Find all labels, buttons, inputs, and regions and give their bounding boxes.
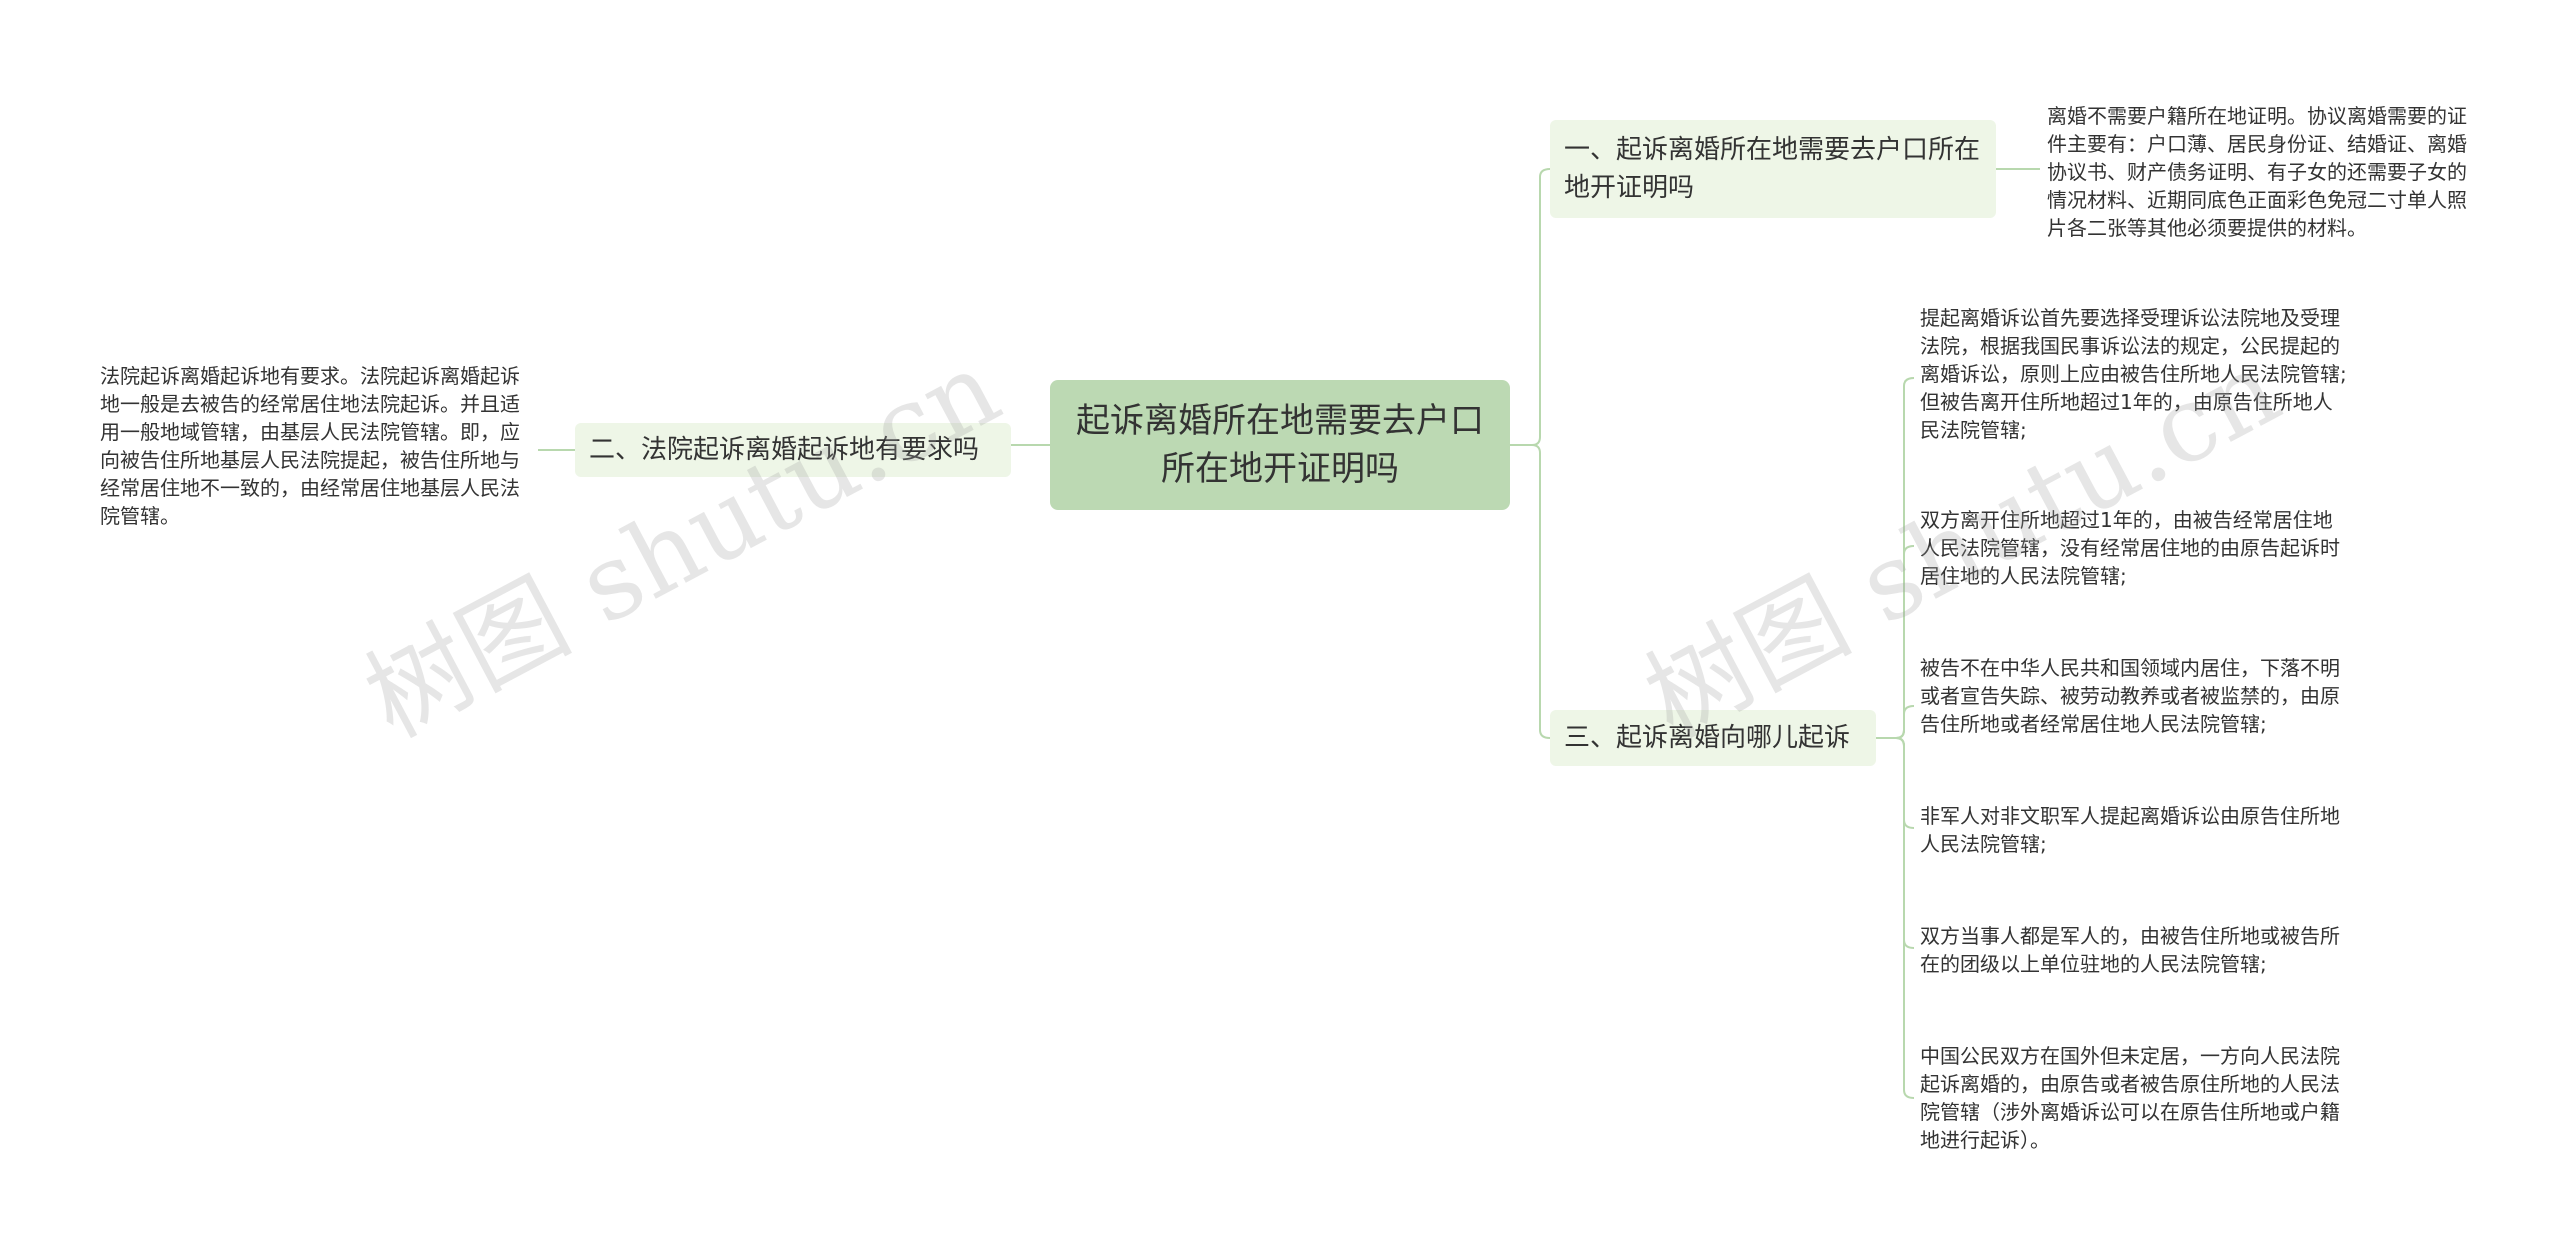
leaf-node-3[interactable]: 提起离婚诉讼首先要选择受理诉讼法院地及受理法院，根据我国民事诉讼法的规定，公民提… — [1920, 306, 2347, 442]
branch-node-1-text: 一、起诉离婚所在地需要去户口所在地开证明吗 — [1564, 135, 1981, 203]
branch-node-1[interactable]: 一、起诉离婚所在地需要去户口所在地开证明吗 — [1550, 120, 1996, 218]
root-node-text: 起诉离婚所在地需要去户口所在地开证明吗 — [1076, 401, 1484, 489]
branch-node-3[interactable]: 三、起诉离婚向哪儿起诉 — [1550, 710, 1876, 766]
link-root-branch3 — [1510, 444, 1551, 739]
leaf-node-4[interactable]: 双方离开住所地超过1年的，由被告经常居住地人民法院管辖，没有经常居住地的由原告起… — [1920, 508, 2340, 588]
link-root-branch1 — [1510, 168, 1551, 446]
branch-node-2[interactable]: 二、法院起诉离婚起诉地有要求吗 — [575, 423, 1011, 477]
link-branch3-leaf5 — [1895, 705, 1915, 739]
leaf-node-2[interactable]: 法院起诉离婚起诉地有要求。法院起诉离婚起诉地一般是去被告的经常居住地法院起诉。并… — [100, 364, 520, 528]
branch-node-2-text: 二、法院起诉离婚起诉地有要求吗 — [589, 435, 980, 465]
leaf-node-5[interactable]: 被告不在中华人民共和国领域内居住，下落不明或者宣告失踪、被劳动教养或者被监禁的，… — [1920, 656, 2340, 736]
leaf-node-6[interactable]: 非军人对非文职军人提起离婚诉讼由原告住所地人民法院管辖; — [1920, 804, 2340, 856]
leaf-node-1[interactable]: 离婚不需要户籍所在地证明。协议离婚需要的证件主要有：户口薄、居民身份证、结婚证、… — [2047, 104, 2467, 240]
root-node[interactable]: 起诉离婚所在地需要去户口所在地开证明吗 — [1050, 380, 1510, 510]
leaf-node-7[interactable]: 双方当事人都是军人的，由被告住所地或被告所在的团级以上单位驻地的人民法院管辖; — [1920, 924, 2340, 976]
leaf-node-8[interactable]: 中国公民双方在国外但未定居，一方向人民法院起诉离婚的，由原告或者被告原住所地的人… — [1920, 1044, 2340, 1152]
branch-node-3-text: 三、起诉离婚向哪儿起诉 — [1564, 723, 1851, 753]
link-branch3-leaf8 — [1895, 737, 1915, 1099]
